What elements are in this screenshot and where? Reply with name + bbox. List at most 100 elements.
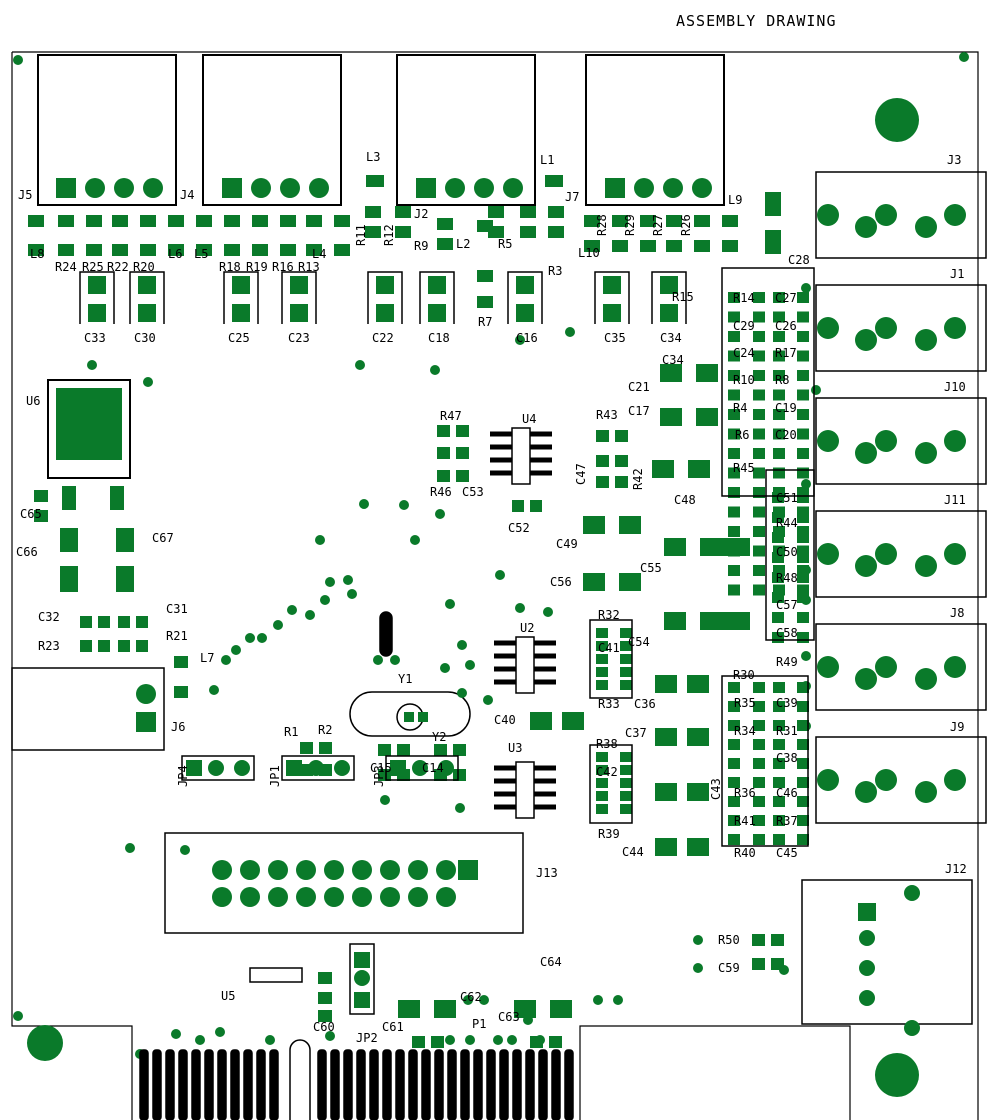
mounting-hole xyxy=(27,1025,63,1061)
edge-finger xyxy=(447,1049,457,1120)
ref-label: R23 xyxy=(38,639,60,653)
smd-pad xyxy=(280,215,296,227)
smd-pad xyxy=(397,744,410,756)
smd-pad xyxy=(456,470,469,482)
ref-label: R38 xyxy=(596,737,618,751)
smd-pad xyxy=(797,526,809,537)
ref-label: J11 xyxy=(944,493,966,507)
smd-pad xyxy=(34,510,48,522)
smd-pad xyxy=(596,765,608,775)
fiducial xyxy=(13,1011,23,1021)
smd-pad xyxy=(728,584,740,596)
ref-label: C37 xyxy=(625,726,647,740)
smd-pad xyxy=(224,244,240,256)
resistor-array-outline xyxy=(765,469,815,641)
smd-pad xyxy=(548,226,564,238)
cap-pad xyxy=(687,783,709,801)
ref-label: C20 xyxy=(775,428,797,442)
cap-pad xyxy=(655,783,677,801)
cap-pad xyxy=(116,528,134,552)
j12-pin-1 xyxy=(858,903,876,921)
smd-pad xyxy=(112,215,128,227)
connector-pin xyxy=(445,178,465,198)
ref-label: R37 xyxy=(776,814,798,828)
smd-pad xyxy=(753,506,765,518)
via xyxy=(231,645,241,655)
ref-label: R50 xyxy=(718,933,740,947)
smd-pad xyxy=(773,331,785,342)
via xyxy=(305,610,315,620)
board-outline xyxy=(11,51,979,1120)
smd-pad xyxy=(753,815,765,826)
smd-pad xyxy=(753,448,765,459)
ref-label: J2 xyxy=(414,207,428,221)
smd-pad xyxy=(620,680,632,690)
j12-pin xyxy=(904,1020,920,1036)
ref-label: J12 xyxy=(945,862,967,876)
smd-pad xyxy=(548,206,564,218)
smd-pad xyxy=(753,526,765,537)
smd-pad xyxy=(596,804,608,814)
smd-pad xyxy=(728,739,740,750)
ref-label: R27 xyxy=(651,214,665,236)
smd-pad xyxy=(773,815,785,826)
ref-label: J5 xyxy=(18,188,32,202)
via xyxy=(495,570,505,580)
smd-pad xyxy=(28,215,44,227)
ref-label: R41 xyxy=(734,814,756,828)
smd-pad xyxy=(722,215,738,227)
u6-pin xyxy=(62,486,76,510)
via xyxy=(143,377,153,387)
smd-pad xyxy=(596,476,609,488)
ref-label: C21 xyxy=(628,380,650,394)
ref-label: J1 xyxy=(950,267,964,281)
smd-pad xyxy=(753,331,765,342)
edge-finger xyxy=(538,1049,548,1120)
smd-pad xyxy=(753,584,765,596)
via xyxy=(455,803,465,813)
cap-outline xyxy=(281,271,317,324)
edge-finger xyxy=(191,1049,201,1120)
mounting-hole xyxy=(875,1053,919,1097)
ref-label: R44 xyxy=(776,516,798,530)
jumper-outline xyxy=(181,755,255,781)
smd-pad xyxy=(753,739,765,750)
ref-label: R42 xyxy=(631,468,645,490)
cap-pad xyxy=(619,573,641,591)
via xyxy=(390,655,400,665)
ref-label: C62 xyxy=(460,990,482,1004)
ref-label: C31 xyxy=(166,602,188,616)
cap-pad xyxy=(660,304,678,322)
smd-pad xyxy=(753,350,765,362)
smd-pad xyxy=(728,796,740,807)
smd-pad xyxy=(753,682,765,693)
smd-pad xyxy=(771,934,784,946)
ref-label: R14 xyxy=(733,291,755,305)
jumper-pin xyxy=(354,970,370,986)
jack-hole xyxy=(944,204,966,226)
smd-pad xyxy=(34,490,48,502)
smd-pad xyxy=(797,777,809,788)
smd-pad xyxy=(728,720,740,731)
ref-label: R40 xyxy=(734,846,756,860)
smd-pad xyxy=(728,311,740,323)
smd-pad xyxy=(797,584,809,596)
smd-pad xyxy=(437,425,450,437)
connector-pin xyxy=(309,178,329,198)
via xyxy=(801,283,811,293)
cap-pad xyxy=(655,838,677,856)
smd-pad xyxy=(620,752,632,762)
ref-label: C34 xyxy=(660,331,682,345)
smd-pad xyxy=(318,972,332,984)
jack-hole xyxy=(855,668,877,690)
via xyxy=(457,688,467,698)
edge-finger xyxy=(256,1049,266,1120)
smd-pad xyxy=(753,370,765,381)
cap-pad xyxy=(530,712,552,730)
jack-hole xyxy=(875,656,897,678)
fiducial xyxy=(959,52,969,62)
smd-pad xyxy=(765,192,781,216)
smd-pad xyxy=(620,628,632,638)
edge-finger xyxy=(230,1049,240,1120)
cap-pad xyxy=(516,276,534,294)
